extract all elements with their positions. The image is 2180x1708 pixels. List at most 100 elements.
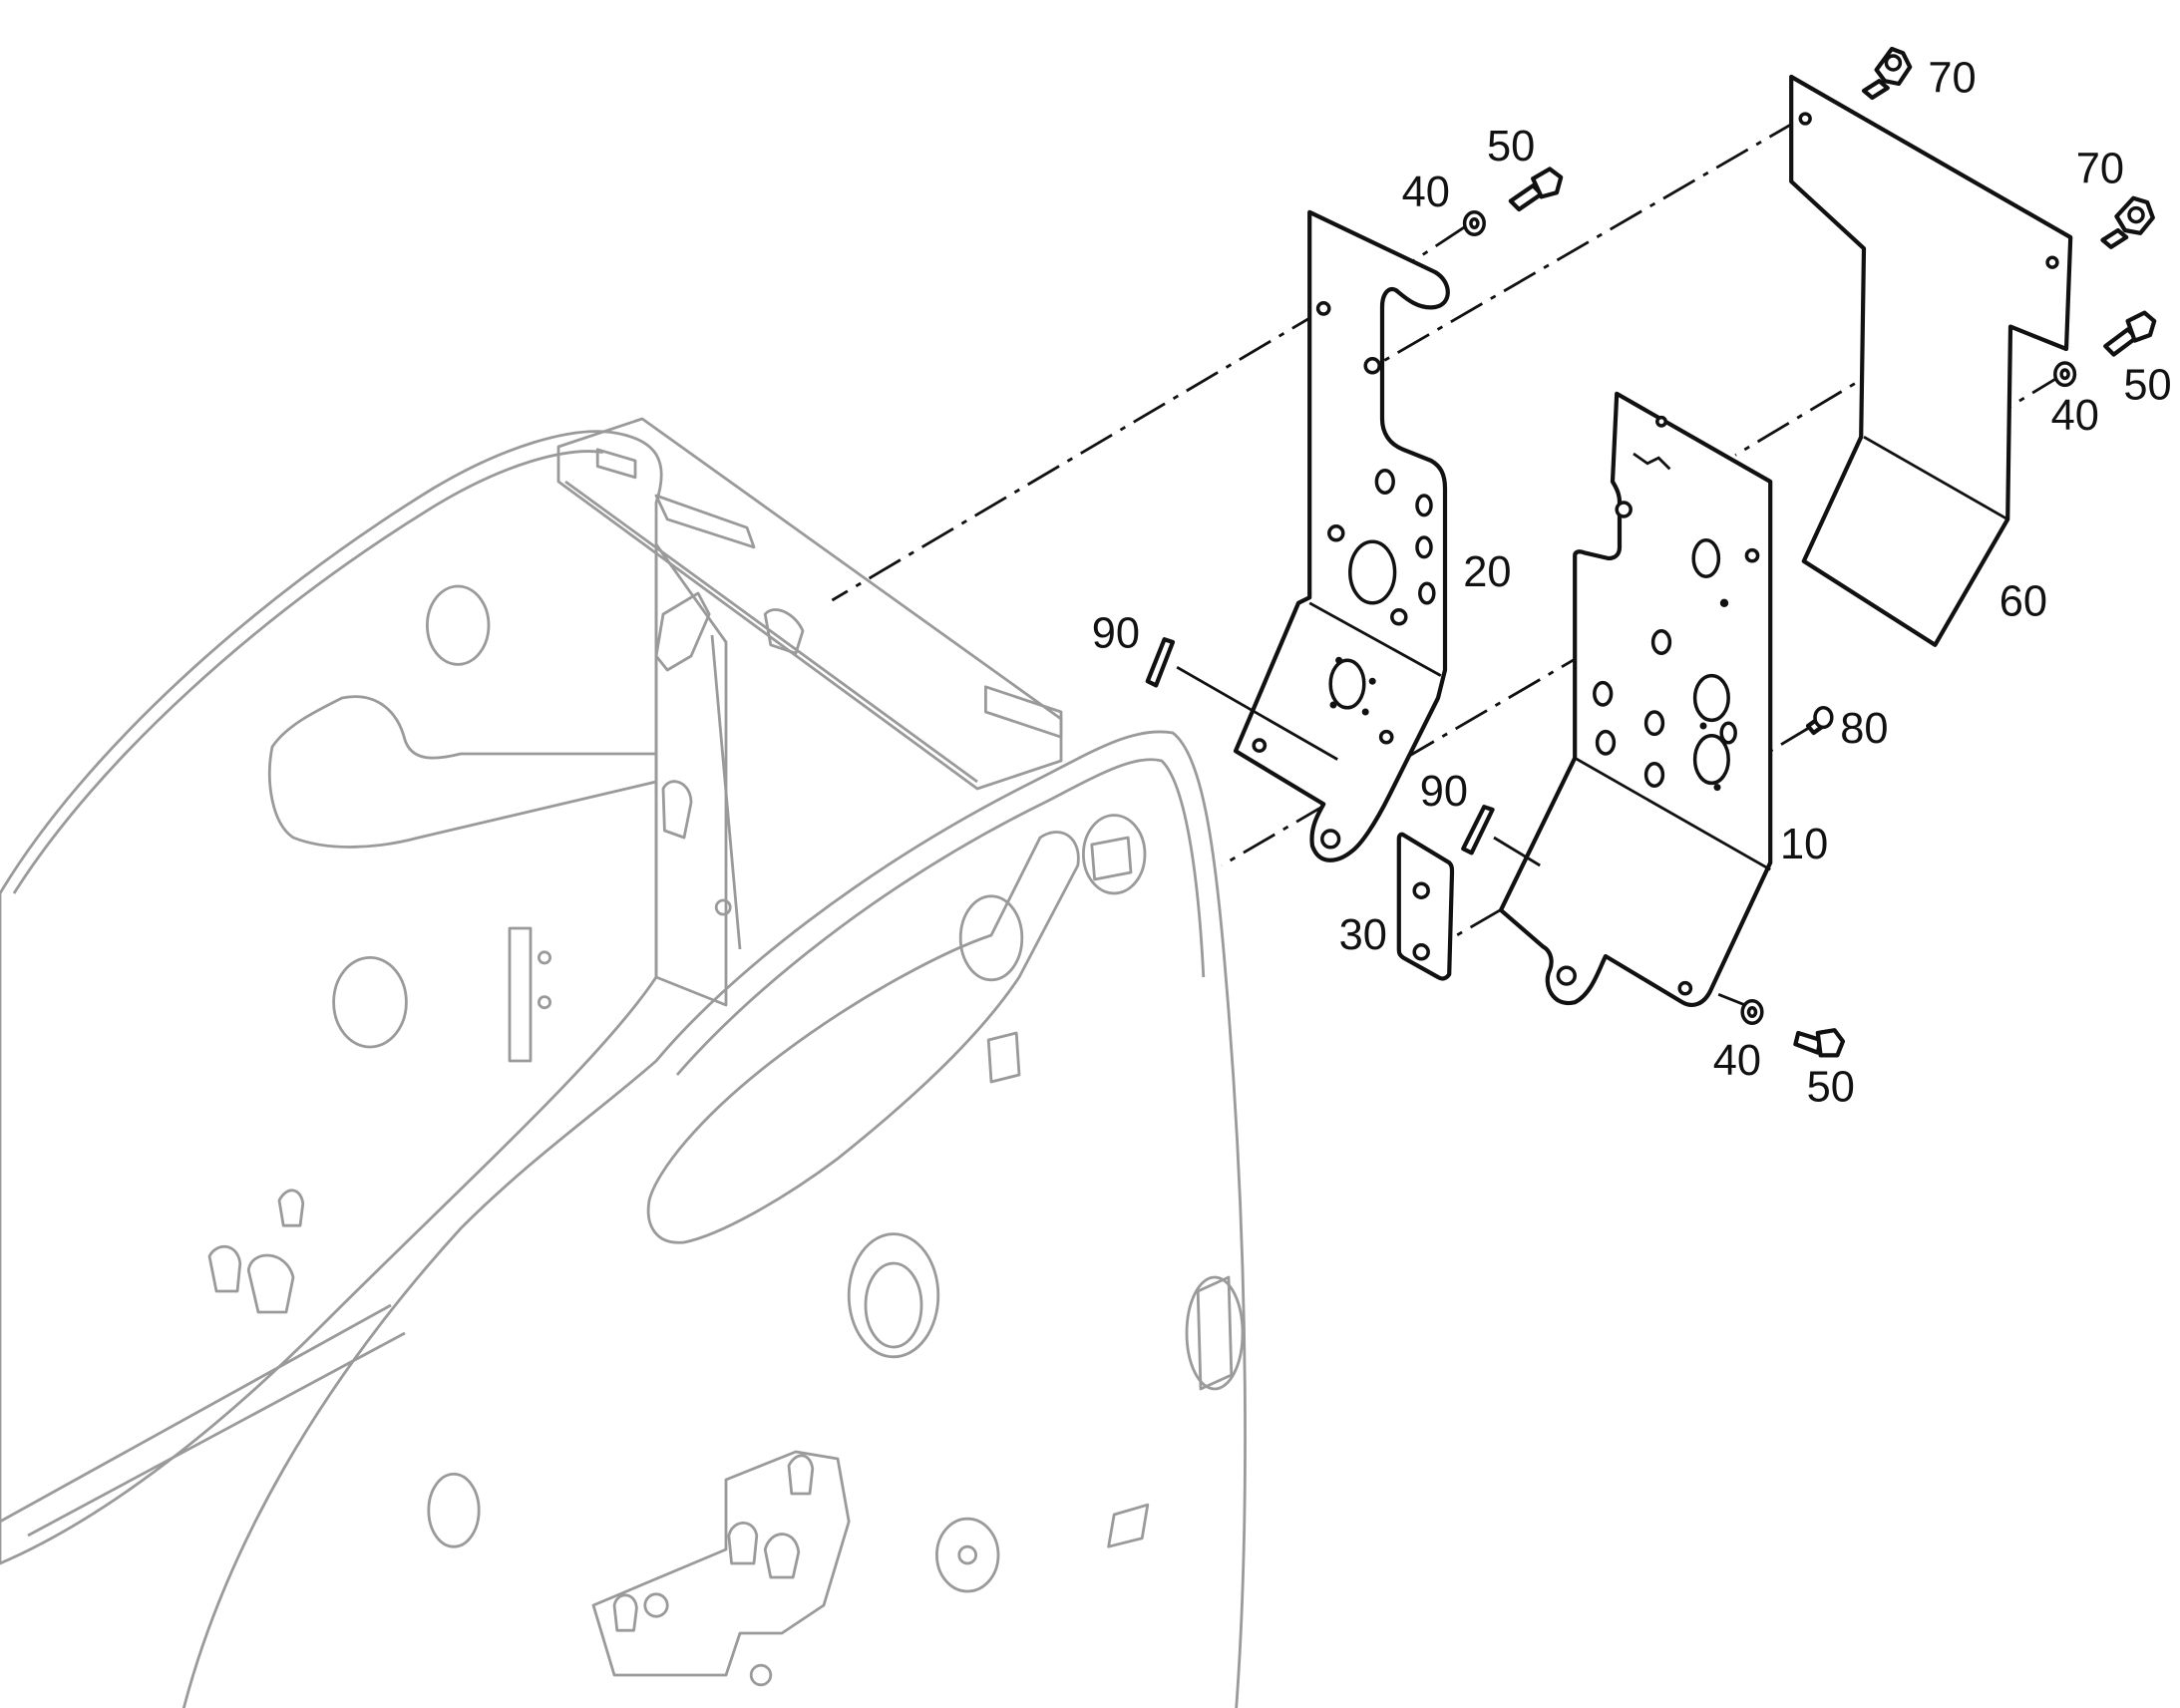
bracket-20-dot-3 <box>1329 701 1337 709</box>
callout-80: 80 <box>1840 705 1888 753</box>
rear-plate-hole-upper <box>425 584 491 666</box>
callout-labels: 70 70 50 40 50 40 20 60 90 80 90 10 30 4… <box>1092 54 2172 1111</box>
base-frame <box>0 417 1247 1708</box>
shield-60-bend-line <box>1863 435 2008 521</box>
bracket-20-nut-2 <box>1327 524 1345 542</box>
rear-plate-small-hole-2 <box>537 995 551 1010</box>
front-side-plate-rim <box>675 758 1206 1076</box>
screw-70-top-shank <box>1861 79 1890 101</box>
front-plate-round-boss-center <box>957 1544 977 1565</box>
front-plate-right-boss <box>1185 1275 1245 1391</box>
top-beam-bracket-1 <box>654 494 756 549</box>
bracket-20-mount-hole <box>1320 829 1341 850</box>
pin-90-upper-body <box>1145 637 1176 688</box>
part-70-screw-right <box>2100 195 2155 249</box>
rear-plate-diagonal-1 <box>0 1303 392 1524</box>
callout-40-upper: 40 <box>1402 169 1450 216</box>
bracket-20-dot-4 <box>1361 708 1369 716</box>
washer-40-right-inner <box>2059 368 2070 381</box>
bracket-10-mount-hole <box>1556 965 1577 986</box>
part-60-shield <box>1789 74 2073 647</box>
callout-40-bottom: 40 <box>1713 1037 1761 1085</box>
front-side-plate <box>182 730 1247 1708</box>
bracket-10-dot-1 <box>1719 598 1729 607</box>
rear-plate-cutout <box>267 695 658 849</box>
front-plate-pin <box>986 1031 1021 1084</box>
vertical-post-bracket <box>654 591 711 672</box>
screw-70-top-cap <box>1884 54 1903 72</box>
bracket-20-dot-2 <box>1368 677 1376 685</box>
bracket-20-flange-large-hole <box>1328 658 1366 710</box>
bracket-10-hole-e <box>1643 710 1665 737</box>
rear-side-plate-inner-edge <box>12 450 604 894</box>
vertical-post-pin <box>714 898 732 916</box>
lower-bracket-hole-1 <box>643 1592 669 1618</box>
bracket-10-hole-d <box>1593 680 1614 707</box>
front-plate-round-boss <box>934 1517 1000 1593</box>
callout-50-right: 50 <box>2123 361 2171 409</box>
bracket-20-dot-1 <box>1335 656 1343 664</box>
part-40-washer-right <box>2053 361 2077 388</box>
bolt-50-right-head <box>2125 310 2157 343</box>
bracket-20-hole-c <box>1415 535 1433 559</box>
bracket-20-leader-line <box>1176 665 1338 761</box>
lower-bracket-clip-1 <box>727 1522 759 1565</box>
bracket-20-nut-3 <box>1390 608 1408 626</box>
part-40-washer-bottom <box>1740 999 1764 1025</box>
bolt-50-bottom-head <box>1815 1028 1846 1058</box>
bracket-10-hole-b <box>1744 547 1760 563</box>
bolt-50-bottom-shank <box>1793 1030 1823 1055</box>
rear-side-plate <box>0 430 663 1565</box>
front-plate-upper-lobe <box>646 831 1080 1244</box>
callout-30: 30 <box>1339 911 1387 959</box>
part-50-bolt-bottom <box>1793 1028 1846 1058</box>
bracket-10-bend-line <box>1574 756 1771 871</box>
callout-60: 60 <box>1999 577 2047 625</box>
front-plate-slot-right <box>1196 1275 1234 1391</box>
bracket-10-nut-1 <box>1615 501 1633 518</box>
callout-50-bottom: 50 <box>1807 1064 1855 1112</box>
callout-40-right: 40 <box>2051 392 2099 440</box>
bolt-50-upper-head <box>1531 167 1564 199</box>
part-80-screw <box>1805 706 1834 736</box>
top-cross-beam <box>556 417 1063 791</box>
front-plate-boss <box>847 1232 940 1359</box>
bracket-20-hole-a <box>1374 469 1395 495</box>
shield-60-body <box>1789 74 2073 647</box>
plate-30-nut-1 <box>1412 881 1430 899</box>
bracket-10-dot-3 <box>1713 784 1721 792</box>
front-plate-boss-inner <box>864 1261 923 1349</box>
bracket-10-wire-clip <box>1633 452 1671 471</box>
callout-10: 10 <box>1780 821 1828 868</box>
bracket-20-bend-line <box>1308 601 1442 677</box>
callout-70-right: 70 <box>2076 145 2124 192</box>
front-plate-diamond <box>1107 1503 1150 1548</box>
part-40-washer-upper <box>1462 210 1486 236</box>
rear-plate-tab-2 <box>246 1253 295 1314</box>
front-plate-window-outer <box>1081 814 1147 895</box>
part-50-bolt-upper <box>1508 167 1564 212</box>
screw-80-head <box>1813 706 1834 730</box>
bracket-10-flange-hole <box>1677 980 1693 996</box>
bracket-20-hole-top <box>1315 301 1331 316</box>
plate-30-body <box>1396 832 1455 981</box>
shield-60-hole-1 <box>1798 112 1812 126</box>
bracket-20-hole-d <box>1418 581 1436 605</box>
rear-plate-small-hole-1 <box>537 950 551 965</box>
bracket-10-large-hole-2 <box>1692 734 1730 786</box>
rear-plate-slot <box>508 926 533 1063</box>
screw-70-right-cap <box>2127 205 2145 224</box>
top-beam-bracket-2 <box>595 448 637 480</box>
front-plate-square-window <box>1090 836 1133 881</box>
axis-bracket10-to-frame <box>1221 553 1753 867</box>
part-90-pin-lower <box>1461 805 1495 855</box>
bracket-10-dot-2 <box>1699 722 1707 730</box>
rear-plate-tab-3 <box>277 1189 305 1227</box>
front-plate-upper-hole <box>958 894 1024 982</box>
top-beam-clip-1 <box>763 608 805 655</box>
part-90-pin-upper <box>1145 637 1176 688</box>
lower-bracket-hole-2 <box>749 1663 773 1687</box>
plate-30-nut-2 <box>1412 943 1430 961</box>
bracket-20-large-hole <box>1348 539 1397 605</box>
part-30-plate <box>1396 832 1455 981</box>
